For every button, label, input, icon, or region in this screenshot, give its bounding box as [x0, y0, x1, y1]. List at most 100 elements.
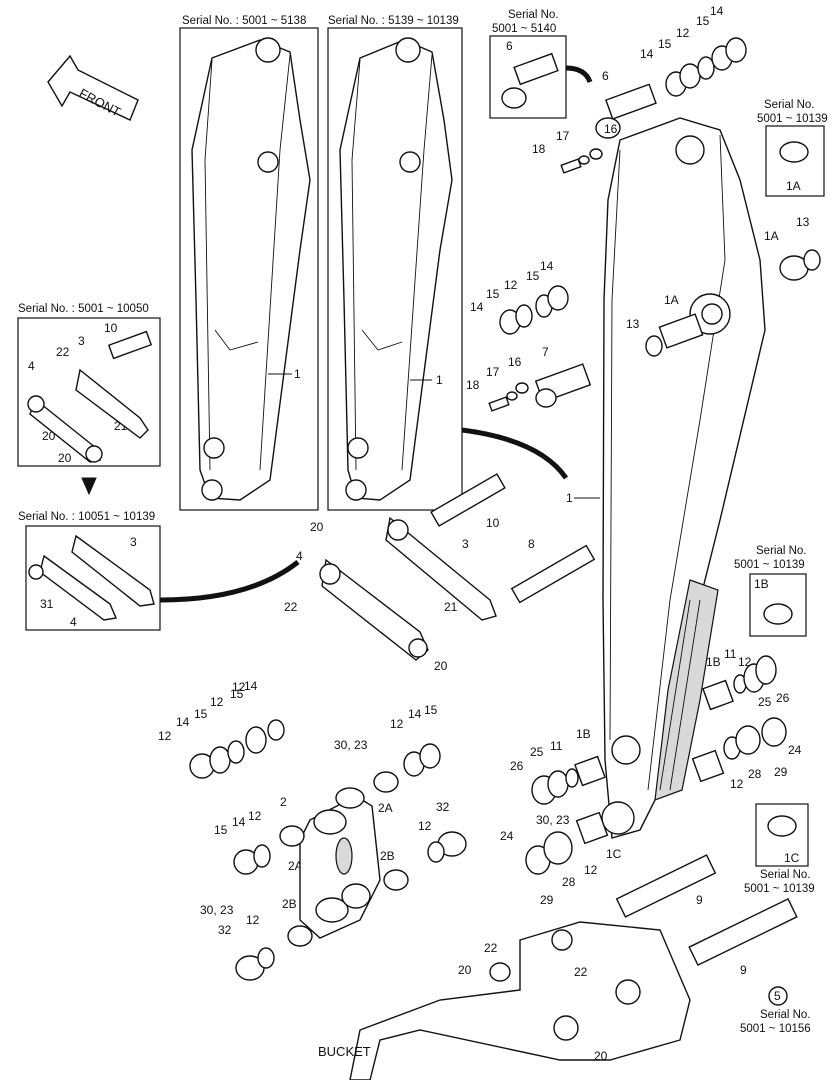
callout-12-l: 12: [730, 777, 744, 791]
callout-14-g: 14: [408, 707, 422, 721]
serial-pin9-range: 5001 ~ 10156: [740, 1023, 811, 1035]
callout-13-right: 13: [796, 215, 810, 229]
serial-pin9-title: Serial No.: [760, 1009, 811, 1021]
callout-5: 5: [774, 989, 781, 1003]
bush1a-variant: Serial No. 5001 ~ 10139 1A: [757, 99, 828, 197]
callout-20-d: 20: [458, 963, 472, 977]
callout-28-a: 28: [562, 875, 576, 889]
callout-22-a: 22: [56, 345, 70, 359]
bucket: BUCKET: [318, 921, 691, 1080]
serial-bush1a-range: 5001 ~ 10139: [757, 113, 828, 125]
callout-14-a: 14: [710, 4, 724, 18]
callout-12-a: 12: [676, 26, 690, 40]
callout-25-a: 25: [758, 695, 772, 709]
callout-6-box: 6: [506, 39, 513, 53]
callout-17-mid: 17: [486, 365, 500, 379]
callout-18-mid: 18: [466, 378, 480, 392]
callout-24-a: 24: [500, 829, 514, 843]
callout-1b-a: 1B: [706, 655, 721, 669]
callout-12-f: 12: [390, 717, 404, 731]
callout-32-b: 32: [436, 800, 450, 814]
callout-20-e: 20: [594, 1049, 608, 1063]
callout-12-d: 12: [210, 695, 224, 709]
callout-28-b: 28: [748, 767, 762, 781]
callout-26-a: 26: [776, 691, 790, 705]
serial-link-a: Serial No. : 5001 ~ 10050: [18, 303, 149, 315]
callout-21-main: 21: [444, 600, 458, 614]
callout-1-a: 1: [294, 367, 301, 381]
callout-1b-b: 1B: [576, 727, 591, 741]
serial-boom-b: Serial No. : 5139 ~ 10139: [328, 15, 459, 27]
callout-3023-a: 30, 23: [334, 738, 368, 752]
callout-1c-a: 1C: [606, 847, 622, 861]
boom-variant-a: Serial No. : 5001 ~ 5138 1: [179, 15, 319, 511]
callout-26-b: 26: [510, 759, 524, 773]
callout-1b-box: 1B: [754, 577, 769, 591]
callout-15-b: 15: [658, 37, 672, 51]
callout-9-a: 9: [696, 893, 703, 907]
callout-15-e: 15: [230, 687, 244, 701]
callout-3-b: 3: [130, 535, 137, 549]
callout-25-b: 25: [530, 745, 544, 759]
callout-4-b: 4: [70, 615, 77, 629]
serial-pin6-title: Serial No.: [508, 9, 559, 21]
callout-10-a: 10: [104, 321, 118, 335]
callout-8: 8: [528, 537, 535, 551]
link-variant-a: Serial No. : 5001 ~ 10050 10 3 22 4 21 2…: [17, 303, 161, 467]
rings-top: 14 15 12 15 14: [640, 4, 747, 97]
callout-1-main: 1: [566, 491, 573, 505]
callout-12-c: 12: [232, 680, 246, 694]
callout-12-b: 12: [504, 278, 518, 292]
callout-20-b: 20: [310, 520, 324, 534]
callout-2a-b: 2A: [288, 859, 303, 873]
callout-6: 6: [602, 69, 609, 83]
callout-16-top: 16: [604, 122, 618, 136]
link-variant-b: Serial No. : 10051 ~ 10139 3 31 4: [18, 511, 161, 631]
callout-14-h: 14: [232, 815, 246, 829]
callout-1a-right: 1A: [764, 229, 779, 243]
pin6-variant: Serial No. 5001 ~ 5140 6: [489, 9, 593, 119]
callout-9-b: 9: [740, 963, 747, 977]
callout-15-h: 15: [214, 823, 228, 837]
callout-11-b: 11: [550, 739, 563, 753]
callout-31: 31: [40, 597, 54, 611]
callout-13-mid: 13: [626, 317, 640, 331]
callout-7: 7: [542, 345, 549, 359]
callout-11-a: 11: [724, 647, 737, 661]
callout-18-top: 18: [532, 142, 546, 156]
callout-22-c: 22: [574, 965, 588, 979]
main-boom: 1: [566, 117, 766, 839]
callout-1-b: 1: [436, 373, 443, 387]
bush1c-variant: 1C Serial No. 5001 ~ 10139: [744, 803, 815, 895]
callout-22-main: 22: [284, 600, 298, 614]
callout-12-g: 12: [248, 809, 262, 823]
callout-12-h: 12: [246, 913, 260, 927]
callout-15-d: 15: [486, 287, 500, 301]
callout-3-main: 3: [462, 537, 469, 551]
callout-1c-box: 1C: [784, 851, 800, 865]
callout-12-i: 12: [418, 819, 432, 833]
callout-3023-b: 30, 23: [200, 903, 234, 917]
callout-12-k: 12: [584, 863, 598, 877]
callout-12-e: 12: [158, 729, 172, 743]
serial-bush1c-range: 5001 ~ 10139: [744, 883, 815, 895]
boom-variant-b: Serial No. : 5139 ~ 10139 1: [327, 15, 463, 511]
callout-4-a: 4: [28, 359, 35, 373]
rings-mid: 14 15 12 15 14: [470, 259, 569, 335]
serial-bush1b-title: Serial No.: [756, 545, 807, 557]
callout-3-a: 3: [78, 334, 85, 348]
callout-32-a: 32: [218, 923, 232, 937]
callout-1a-mid: 1A: [664, 293, 679, 307]
serial-link-b: Serial No. : 10051 ~ 10139: [18, 511, 155, 523]
serial-pin6-range: 5001 ~ 5140: [492, 23, 556, 35]
callout-17-top: 17: [556, 129, 570, 143]
callout-29-a: 29: [540, 893, 554, 907]
callout-2a-a: 2A: [378, 801, 393, 815]
callout-14-f: 14: [176, 715, 190, 729]
callout-20-c: 20: [434, 659, 448, 673]
callout-29-b: 29: [774, 765, 788, 779]
bucket-label: BUCKET: [318, 1044, 371, 1059]
serial-bush1a-title: Serial No.: [764, 99, 815, 111]
serial-bush1c-title: Serial No.: [760, 869, 811, 881]
